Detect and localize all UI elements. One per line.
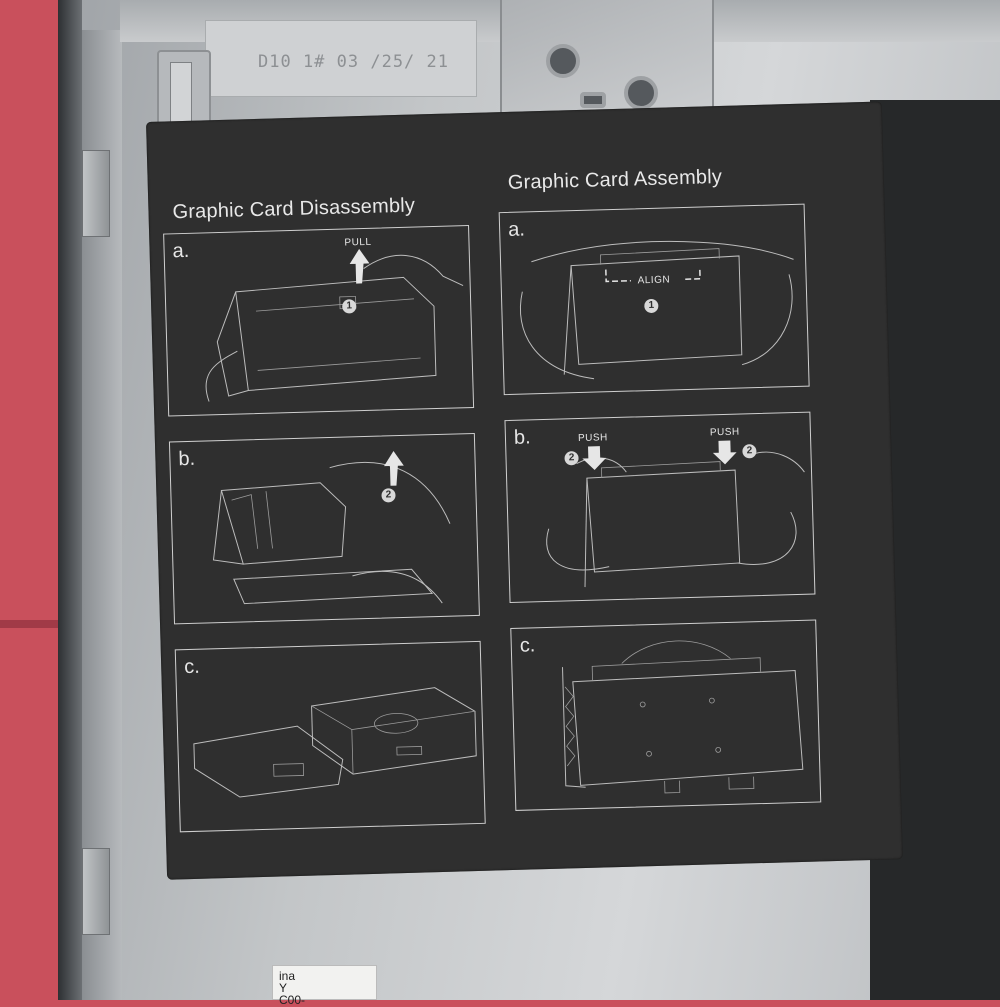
sticker-line: C00- [279, 993, 306, 1007]
hinge-hole [624, 76, 658, 110]
assembly-step-b-panel: b. PUSH PUSH 2 2 [504, 411, 816, 604]
disassembly-step-c-illustration [193, 687, 477, 798]
desk-seam [0, 620, 70, 628]
chassis-tab-top [82, 150, 110, 237]
sticker-line: Y [279, 981, 288, 995]
push-label-left: PUSH [577, 432, 608, 445]
disassembly-step-a-illustration [205, 248, 464, 402]
disassembly-title: Graphic Card Disassembly [172, 194, 416, 224]
disassembly-step-b-panel: b. 2 [168, 432, 480, 625]
align-label: ALIGN [637, 274, 671, 287]
stamp-text: D10 1# 03 /25/ 21 [258, 52, 449, 72]
chassis-edge [58, 0, 82, 1000]
label-sticker: ina Y C00- [272, 965, 377, 1006]
chassis-tab-bottom [82, 848, 110, 935]
pull-label: PULL [344, 236, 372, 249]
assembly-step-c-panel: c. [510, 619, 822, 811]
assembly-title: Graphic Card Assembly [507, 165, 723, 194]
disassembly-step-c-panel: c. [174, 640, 486, 833]
assembly-step-c-illustration [562, 640, 804, 794]
latch-clip-inner [170, 62, 192, 124]
assembly-step-a-illustration [519, 240, 794, 380]
instruction-sheet: Graphic Card Disassembly Graphic Card As… [146, 101, 903, 880]
sticker-line: ina [279, 969, 296, 983]
assembly-step-b-illustration [546, 440, 805, 588]
hinge-hole [546, 44, 580, 78]
assembly-step-a-panel: a. ALIGN 1 [498, 203, 810, 396]
hinge-slot [580, 92, 606, 108]
disassembly-step-b-illustration [212, 451, 451, 605]
disassembly-step-a-panel: a. PULL 1 [163, 225, 475, 417]
push-label-right: PUSH [709, 426, 740, 439]
